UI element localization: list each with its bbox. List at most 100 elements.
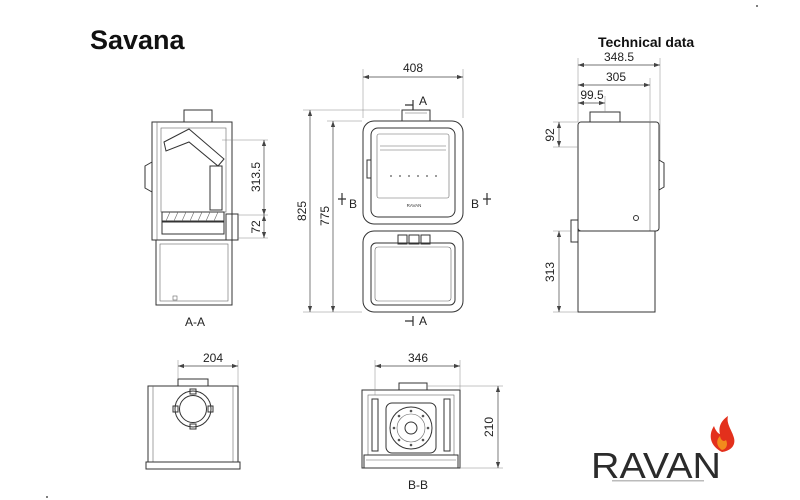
- dimension-value: 313: [543, 262, 557, 282]
- technical-data-heading: Technical data: [598, 34, 694, 50]
- section-mark-a-bottom: [405, 316, 414, 326]
- connector: [420, 234, 431, 245]
- dimension-value: 92: [543, 128, 557, 142]
- flue-stub: [398, 382, 428, 391]
- flue-notch: [207, 405, 214, 413]
- grate: [385, 402, 437, 454]
- door-handle: [144, 161, 153, 193]
- flue-notch: [189, 423, 197, 430]
- section-mark-b-left: [338, 193, 346, 205]
- grate-hole: [409, 443, 413, 447]
- storage-door: [370, 242, 456, 306]
- grate-hole: [421, 438, 425, 442]
- dimension-value: 72: [249, 220, 263, 234]
- grate-ring: [389, 406, 433, 450]
- dimension-value: 348.5: [604, 50, 634, 64]
- grate-hole: [397, 414, 401, 418]
- door-handle: [366, 159, 372, 179]
- dimension-value: 204: [203, 351, 223, 365]
- dot: [417, 175, 419, 177]
- flue-notch: [172, 405, 179, 413]
- front-door-edge: [145, 461, 241, 470]
- grate-hole: [426, 426, 430, 430]
- heading: Savana Technical data: [90, 25, 694, 55]
- section-letter: A: [419, 314, 427, 328]
- air-control-knob: [633, 215, 639, 221]
- dimension-value: 313.5: [249, 162, 263, 192]
- logo-tagline-graphic: [612, 480, 704, 482]
- dot: [408, 175, 410, 177]
- dot: [426, 175, 428, 177]
- grate-hole: [421, 414, 425, 418]
- dot: [435, 175, 437, 177]
- ash-door-protrusion: [570, 219, 579, 243]
- section-letter: A: [419, 94, 427, 108]
- stray-dot: [46, 496, 48, 498]
- storage-box-inner: [159, 243, 229, 302]
- front-view: RAVAN 408 825 775 A A B B: [295, 61, 491, 328]
- side-view: 348.5 305 99.5 92 313: [543, 50, 665, 313]
- storage-door-inner: [374, 246, 452, 302]
- stove-upper-body: [362, 120, 464, 225]
- door-glass: [376, 133, 450, 199]
- brand-logo: RAVAN: [591, 416, 735, 486]
- grate-hole: [397, 438, 401, 442]
- grate-holes: [392, 409, 430, 447]
- flue-outlet: [174, 390, 212, 428]
- baffle-plate: [163, 128, 225, 167]
- dimension-value: 346: [408, 351, 428, 365]
- grate-hole: [392, 426, 396, 430]
- top-view: 204: [145, 351, 241, 470]
- brand-wordmark: RAVAN: [591, 445, 721, 486]
- flue-pipe: [183, 109, 213, 123]
- connector: [397, 234, 408, 245]
- connector: [408, 234, 420, 245]
- grate: [161, 211, 225, 222]
- section-mark-a-top: [405, 100, 414, 110]
- flame-inner-icon: [717, 436, 727, 450]
- firebox: [160, 127, 227, 213]
- grate-dots: [390, 175, 437, 177]
- dot: [390, 175, 392, 177]
- section-letter: B: [349, 197, 357, 211]
- grate-hole: [409, 409, 413, 413]
- stove-section: [361, 389, 461, 469]
- flame-icon: [710, 416, 735, 452]
- view-label: A-A: [185, 315, 205, 329]
- door-brand-label: RAVAN: [407, 203, 422, 208]
- storage-box-detail: [172, 295, 178, 301]
- flue-pipe: [589, 111, 621, 123]
- section-view-b-b: 346 210 B-B: [361, 351, 503, 492]
- flue-notch: [189, 388, 197, 395]
- grate-ring: [396, 413, 426, 443]
- stove-lower-body: [362, 230, 464, 313]
- flue-outlet-inner: [179, 395, 207, 423]
- stray-dot: [756, 5, 758, 7]
- dimension-value: 99.5: [580, 88, 604, 102]
- dimension-value: 210: [482, 417, 496, 437]
- grate-center: [404, 421, 418, 435]
- door-handle: [658, 159, 665, 191]
- grate-hatching: [165, 211, 219, 222]
- view-label: B-B: [408, 478, 428, 492]
- stove-lower-body: [577, 230, 656, 313]
- flue-pipe: [401, 109, 431, 122]
- rear-firebrick: [209, 165, 223, 211]
- stove-upper-body: [577, 121, 660, 232]
- dimension-value: 825: [295, 201, 309, 221]
- dimension-value: 305: [606, 70, 626, 84]
- ash-pan: [161, 221, 225, 235]
- section-mark-b-right: [483, 193, 491, 205]
- section-letter: B: [471, 197, 479, 211]
- page-title: Savana: [90, 25, 186, 55]
- section-view-a-a: 313.5 72 A-A: [144, 109, 268, 329]
- side-firebrick: [443, 398, 451, 452]
- storage-box: [155, 239, 233, 306]
- flue-stub: [177, 378, 209, 387]
- dot: [399, 175, 401, 177]
- dimension-value: 775: [318, 206, 332, 226]
- door-bottom-lip: [363, 454, 459, 469]
- dimension-value: 408: [403, 61, 423, 75]
- side-firebrick: [371, 398, 379, 452]
